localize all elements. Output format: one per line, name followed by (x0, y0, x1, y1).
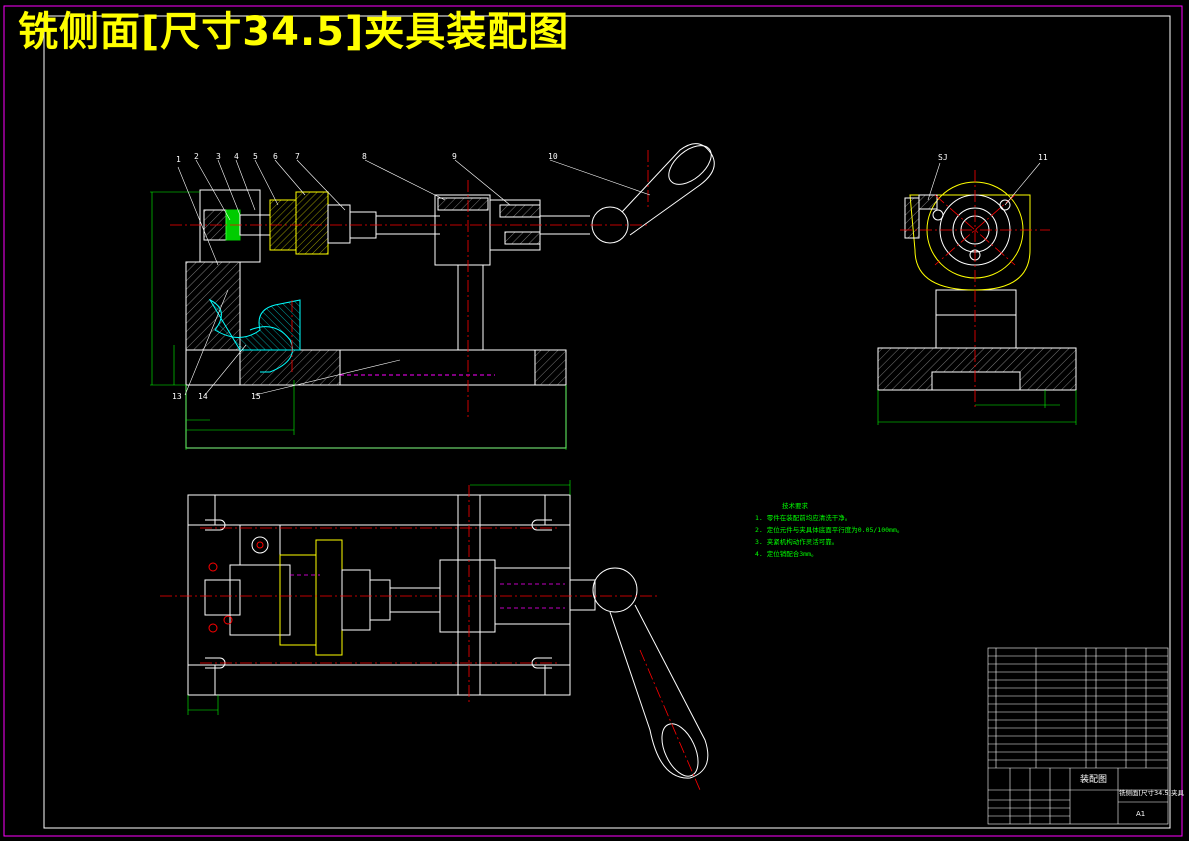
callout: 3 (216, 152, 221, 161)
note-item: 4. 定位销配合3mm。 (755, 550, 818, 558)
sheet-size: A1 (1136, 810, 1145, 818)
note-item: 3. 夹紧机构动作灵活可靠。 (755, 538, 839, 546)
top-hidden (290, 574, 565, 609)
side-view (877, 181, 1077, 391)
callout: 9 (452, 152, 457, 161)
top-view (187, 494, 709, 779)
side-leaders (927, 162, 1041, 206)
front-centerlines (170, 150, 650, 420)
outer-border (3, 5, 1183, 837)
title-block (987, 647, 1169, 825)
notes-title: 技术要求 (782, 502, 808, 510)
drawing-name: 装配图 (1080, 773, 1107, 785)
callout: 6 (273, 152, 278, 161)
callout: 11 (1038, 153, 1048, 162)
callout: 5 (253, 152, 258, 161)
front-callouts: 1 2 3 4 5 6 7 8 9 10 13 14 15 (172, 152, 558, 401)
top-centerlines (160, 485, 701, 791)
note-item: 2. 定位元件与夹具体底面平行度为0.05/100mm。 (755, 526, 904, 534)
title-block-text: 装配图 铣侧面[尺寸34.5]夹具 A1 (1080, 773, 1185, 818)
callout: 7 (295, 152, 300, 161)
note-item: 1. 零件在装配前均应清洗干净。 (755, 514, 852, 522)
front-leaders (177, 159, 651, 396)
part-name: 铣侧面[尺寸34.5]夹具 (1119, 788, 1185, 797)
technical-notes: 技术要求 1. 零件在装配前均应清洗干净。 2. 定位元件与夹具体底面平行度为0… (755, 500, 955, 560)
callout: 14 (198, 392, 208, 401)
side-centerlines (900, 170, 1050, 410)
callout: 15 (251, 392, 261, 401)
side-dimensions (877, 390, 1077, 425)
callout: 1 (176, 155, 181, 164)
front-dimensions (150, 191, 567, 450)
callout: 8 (362, 152, 367, 161)
callout: SJ (938, 153, 948, 162)
callout: 4 (234, 152, 239, 161)
callout: 10 (548, 152, 558, 161)
inner-border (43, 15, 1171, 829)
drawing-title: 铣侧面[尺寸34.5]夹具装配图 (18, 9, 570, 55)
callout: 13 (172, 392, 182, 401)
side-callouts: SJ 11 (938, 153, 1048, 162)
front-view (185, 143, 715, 449)
top-dimensions (187, 480, 571, 715)
callout: 2 (194, 152, 199, 161)
